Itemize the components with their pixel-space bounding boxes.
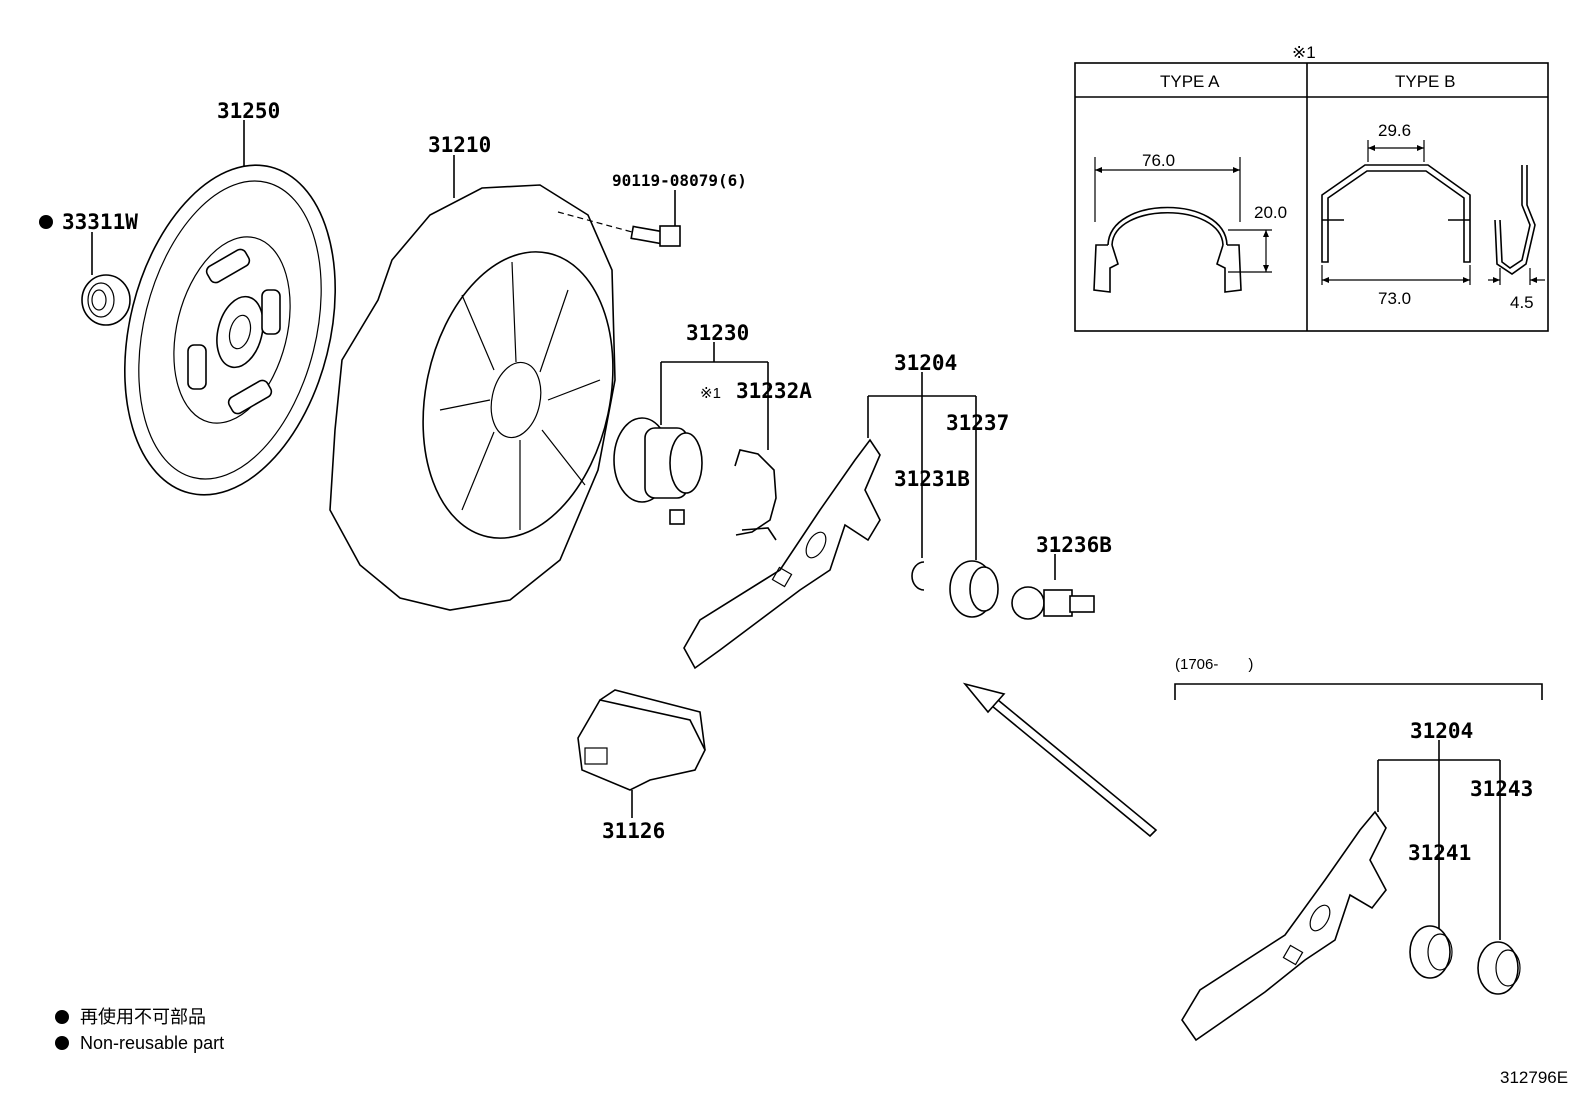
- type-b-width-dim: 73.0: [1378, 289, 1411, 308]
- type-b-top-dim: 29.6: [1378, 121, 1411, 140]
- pilot-bearing-33311w: [81, 274, 131, 326]
- part-label-31230: 31230: [686, 321, 749, 345]
- clip-type-table: ※1 TYPE A TYPE B 76.0 20.0: [1074, 43, 1549, 332]
- release-fork-31204-alt: [1181, 810, 1387, 1042]
- clutch-disc-31250: [124, 164, 336, 496]
- type-a-width-dim: 76.0: [1142, 151, 1175, 170]
- legend-bullet-icon: [55, 1036, 69, 1050]
- part-label-31250: 31250: [217, 99, 280, 123]
- legend-bullet-icon: [55, 1010, 69, 1024]
- part-label-31243: 31243: [1470, 777, 1533, 801]
- bushing-31241: [1409, 925, 1453, 979]
- part-label-31231b: 31231B: [894, 467, 970, 491]
- type-a-height-dim: 20.0: [1254, 203, 1287, 222]
- date-range-bracket: [1174, 683, 1543, 700]
- bushing-31243: [1477, 941, 1521, 995]
- type-a-clip-drawing: [1093, 157, 1272, 293]
- table-note-mark: ※1: [1292, 43, 1316, 62]
- type-a-header: TYPE A: [1160, 72, 1220, 91]
- reference-arrow: [962, 682, 1158, 838]
- part-label-31126: 31126: [602, 819, 665, 843]
- part-label-31204-alt: 31204: [1410, 719, 1473, 743]
- release-fork-31204: [683, 438, 881, 670]
- illustration-code: 312796E: [1500, 1068, 1568, 1087]
- non-reusable-bullet-icon: [39, 215, 53, 229]
- part-label-31232a: 31232A: [736, 379, 812, 403]
- bolt-90119: [630, 225, 681, 247]
- part-label-90119: 90119-08079(6): [612, 171, 747, 190]
- clutch-cover-31210: [329, 184, 616, 611]
- clutch-sensor-31126: [577, 689, 706, 791]
- clip-31232a: [734, 449, 777, 541]
- type-b-header: TYPE B: [1395, 72, 1455, 91]
- date-range-label: (1706- ): [1175, 656, 1253, 673]
- part-label-31236b: 31236B: [1036, 533, 1112, 557]
- pivot-stud-31236b: [1011, 586, 1095, 620]
- release-bearing-31230: [613, 417, 703, 525]
- type-b-clip-drawing: [1321, 140, 1545, 285]
- type-b-thickness-dim: 4.5: [1510, 293, 1534, 312]
- legend-en: Non-reusable part: [80, 1033, 224, 1053]
- part-label-31204: 31204: [894, 351, 957, 375]
- clip-31231b: [911, 561, 925, 591]
- part-label-31237: 31237: [946, 411, 1009, 435]
- legend-jp: 再使用不可部品: [80, 1007, 206, 1027]
- legend: 再使用不可部品 Non-reusable part: [55, 1007, 224, 1053]
- boot-31237: [949, 560, 999, 618]
- part-label-31210: 31210: [428, 133, 491, 157]
- note-mark-31232a: ※1: [700, 385, 721, 402]
- part-label-31241: 31241: [1408, 841, 1471, 865]
- part-label-33311w: 33311W: [62, 210, 138, 234]
